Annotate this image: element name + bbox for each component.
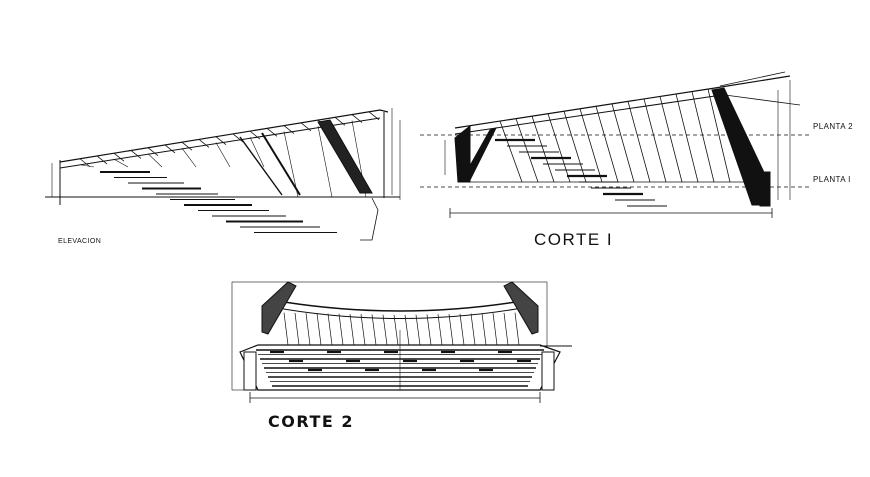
level-planta-1-label: PLANTA I [813,175,851,184]
section-1-drawing [420,71,810,218]
section-2-title: CORTE 2 [268,412,354,431]
level-planta-2-label: PLANTA 2 [813,122,853,131]
section-2-drawing [231,281,572,403]
section-1-title: CORTE I [534,230,614,249]
elevation-drawing [45,108,401,241]
elevation-title: ELEVACION [58,238,102,245]
